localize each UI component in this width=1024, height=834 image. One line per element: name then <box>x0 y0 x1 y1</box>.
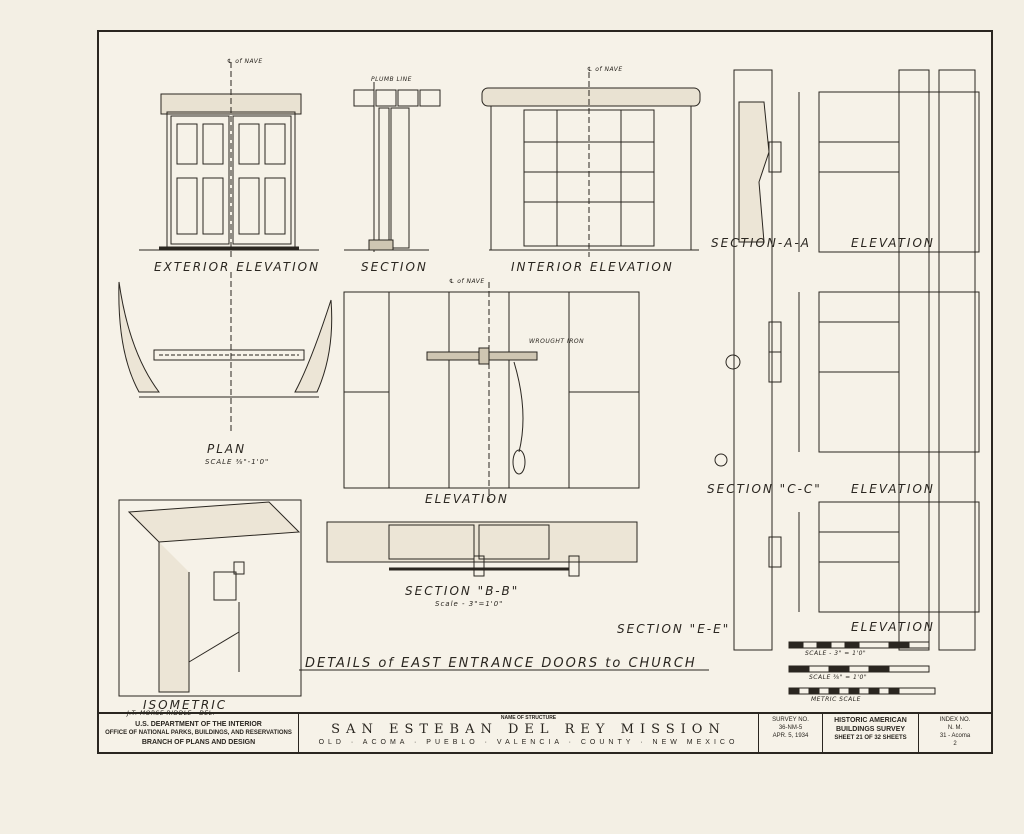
survey-caption: SURVEY NO. <box>772 717 809 723</box>
isometric-drawing <box>118 499 302 697</box>
title-block: U.S. DEPARTMENT OF THE INTERIOR OFFICE O… <box>99 712 991 752</box>
elevation-right-drawing <box>818 69 980 651</box>
elevation-1-label: ELEVATION <box>851 236 935 250</box>
wrought-iron-label: WROUGHT IRON <box>529 338 585 345</box>
dept-line-2: OFFICE OF NATIONAL PARKS, BUILDINGS, AND… <box>105 729 292 736</box>
interior-elevation-label: INTERIOR ELEVATION <box>511 260 674 274</box>
scale-1-label: SCALE - 3" = 1'0" <box>805 650 867 657</box>
section-cc-label: SECTION "C-C" <box>707 482 822 496</box>
structure-location: OLD · ACOMA · PUEBLO · VALENCIA · COUNTY… <box>318 739 739 746</box>
sheet-number: SHEET 21 OF 32 SHEETS <box>834 735 907 741</box>
elevation-3-label: ELEVATION <box>851 620 935 634</box>
structure-caption: NAME OF STRUCTURE <box>500 715 557 721</box>
dept-line-1: U.S. DEPARTMENT OF THE INTERIOR <box>135 720 262 728</box>
isometric-label: ISOMETRIC <box>143 698 228 712</box>
survey-number: 36-NM-5 <box>778 725 803 731</box>
nave-label-3: ℄ of NAVE <box>449 278 485 285</box>
center-elevation-drawing <box>343 282 640 502</box>
scale-bars <box>788 641 936 695</box>
section-bb-drawing <box>326 521 638 577</box>
plan-label: PLAN <box>207 442 247 456</box>
index-line-3: 2 <box>953 741 957 747</box>
plan-drawing <box>118 272 333 432</box>
survey-block: SURVEY NO. 36-NM-5 APR. 5, 1934 <box>759 714 823 752</box>
dept-line-3: BRANCH OF PLANS AND DESIGN <box>141 738 256 746</box>
plumb-line-label: PLUMB LINE <box>371 76 412 83</box>
nave-label-2: ℄ of NAVE <box>587 66 623 73</box>
metric-scale-label: METRIC SCALE <box>811 696 861 703</box>
index-block: INDEX NO. N. M. 31 - Acoma 2 <box>919 714 991 752</box>
section-ee-label: SECTION "E-E" <box>617 622 731 636</box>
survey-date: APR. 5, 1934 <box>772 733 809 739</box>
interior-elevation-drawing <box>481 72 701 257</box>
section-aa-label: SECTION-A-A <box>711 236 811 250</box>
habs-line-1: HISTORIC AMERICAN <box>834 717 907 724</box>
center-elevation-label: ELEVATION <box>425 492 509 506</box>
main-title-label: DETAILS of EAST ENTRANCE DOORS to CHURCH <box>305 656 697 671</box>
section-drawing <box>344 82 441 252</box>
habs-line-2: BUILDINGS SURVEY <box>835 726 906 733</box>
exterior-elevation-drawing <box>139 62 319 257</box>
structure-name: SAN ESTEBAN DEL REY MISSION <box>331 722 726 737</box>
habs-block: HISTORIC AMERICAN BUILDINGS SURVEY SHEET… <box>823 714 919 752</box>
section-aa-drawing <box>714 69 800 651</box>
section-bb-label: SECTION "B-B" <box>405 584 520 598</box>
index-line-2: 31 - Acoma <box>939 733 971 739</box>
index-line-1: N. M. <box>947 725 963 731</box>
plan-scale-label: SCALE ⅜"-1'0" <box>205 458 270 466</box>
index-caption: INDEX NO. <box>939 717 971 723</box>
department-block: U.S. DEPARTMENT OF THE INTERIOR OFFICE O… <box>99 714 299 752</box>
exterior-elevation-label: EXTERIOR ELEVATION <box>154 260 321 274</box>
section-label: SECTION <box>361 260 428 274</box>
structure-block: NAME OF STRUCTURE SAN ESTEBAN DEL REY MI… <box>299 714 759 752</box>
elevation-2-label: ELEVATION <box>851 482 935 496</box>
drawing-sheet: EXTERIOR ELEVATION SECTION INTERIOR ELEV… <box>97 30 993 754</box>
section-bb-scale-label: Scale - 3"=1'0" <box>435 600 504 608</box>
architectural-drawing <box>118 62 980 697</box>
nave-label-1: ℄ of NAVE <box>227 58 263 65</box>
scale-2-label: SCALE ⅜" = 1'0" <box>809 674 868 681</box>
